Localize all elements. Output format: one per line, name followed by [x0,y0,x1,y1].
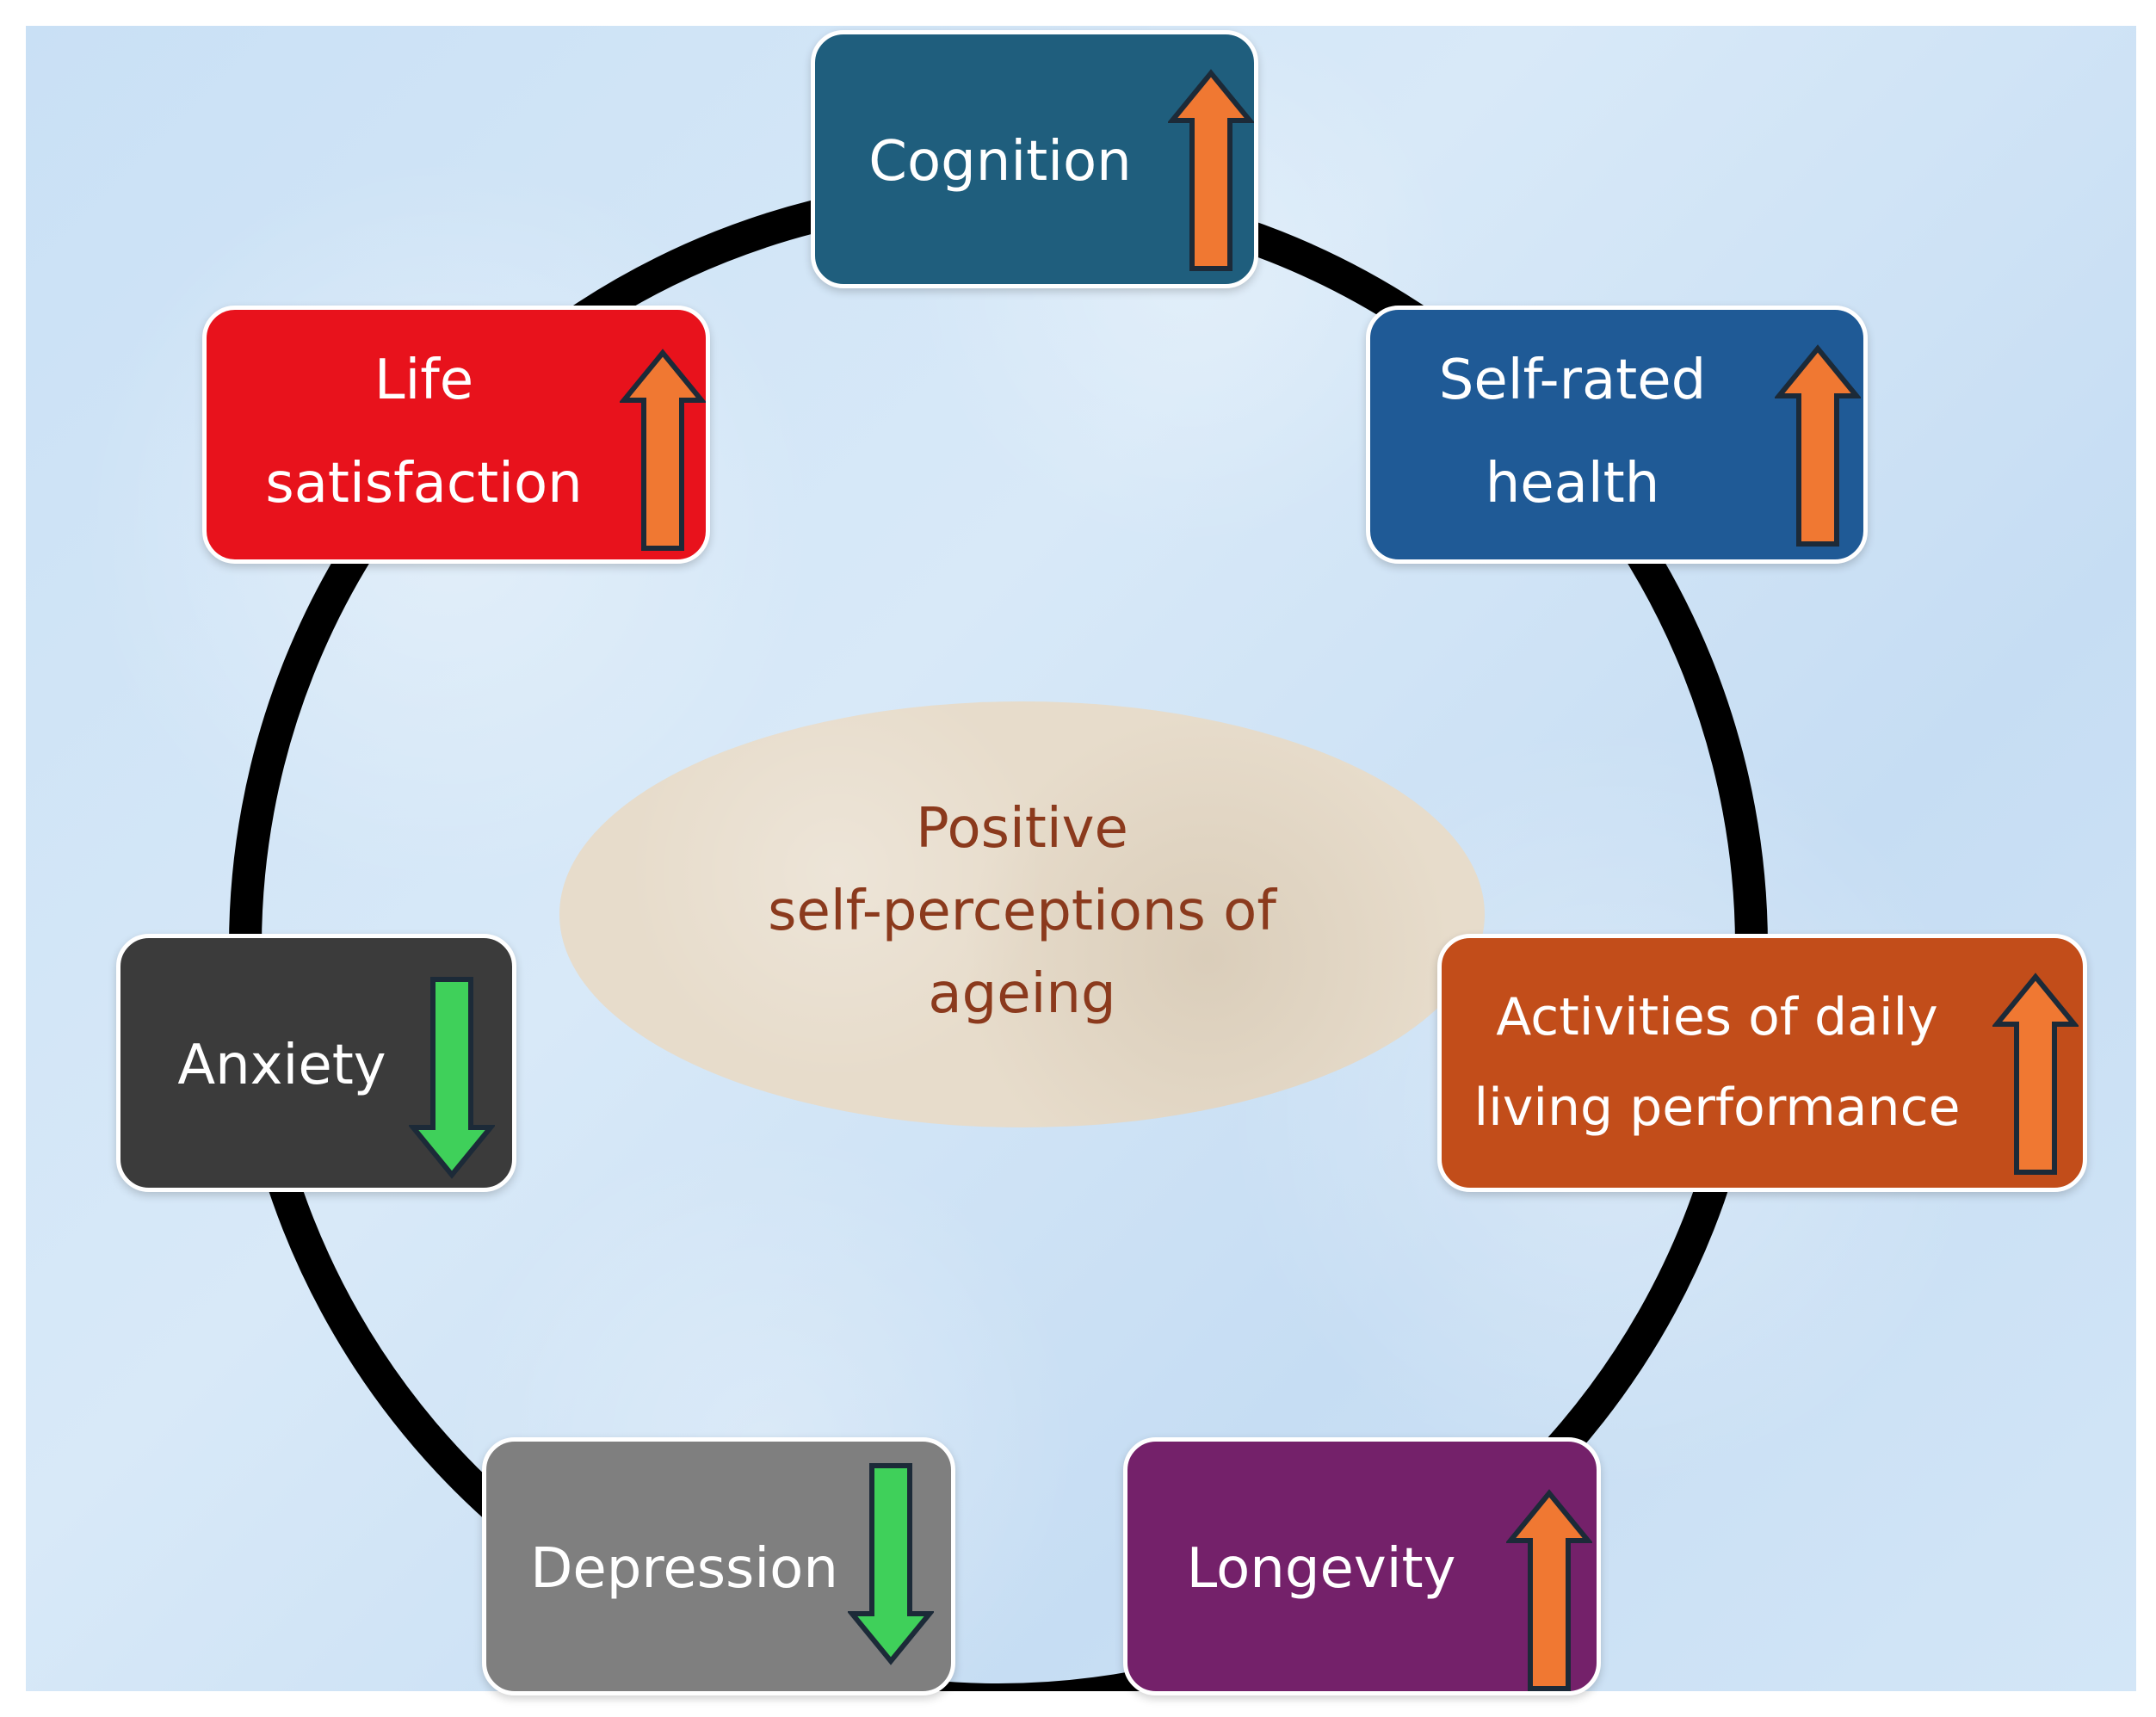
center-line: self-perceptions of [768,880,1276,943]
outcome-box-self-rated-health: Self-rated health [1366,306,1868,564]
outcome-label: Life satisfaction [265,349,583,516]
center-line: ageing [928,962,1116,1026]
increase-arrow-icon [620,349,706,551]
increase-arrow-icon [1506,1489,1592,1691]
outcome-box-cognition: Cognition [811,30,1258,288]
increase-arrow-icon [1775,344,1861,547]
outcome-label: Self-rated health [1438,349,1707,516]
center-line: Positive [916,797,1128,861]
outcome-box-anxiety: Anxiety [116,934,516,1192]
center-ellipse [559,701,1485,1127]
diagram-background: Positive self-perceptions of ageing Cogn… [26,26,2136,1695]
outcome-label: Depression [530,1537,838,1601]
outcome-box-activities-of-daily-living: Activities of daily living performance [1437,934,2087,1192]
increase-arrow-icon [1168,69,1254,271]
decrease-arrow-icon [409,977,495,1179]
outcome-label: Anxiety [177,1034,386,1097]
decrease-arrow-icon [848,1463,934,1665]
outcome-box-depression: Depression [482,1437,955,1695]
outcome-label: Activities of daily living performance [1473,987,1961,1138]
outcome-label: Cognition [868,130,1132,194]
increase-arrow-icon [1992,973,2079,1175]
outcome-label: Longevity [1186,1537,1456,1601]
outcome-box-longevity: Longevity [1123,1437,1601,1695]
outcome-box-life-satisfaction: Life satisfaction [202,306,710,564]
center-concept: Positive self-perceptions of ageing [559,787,1485,1035]
